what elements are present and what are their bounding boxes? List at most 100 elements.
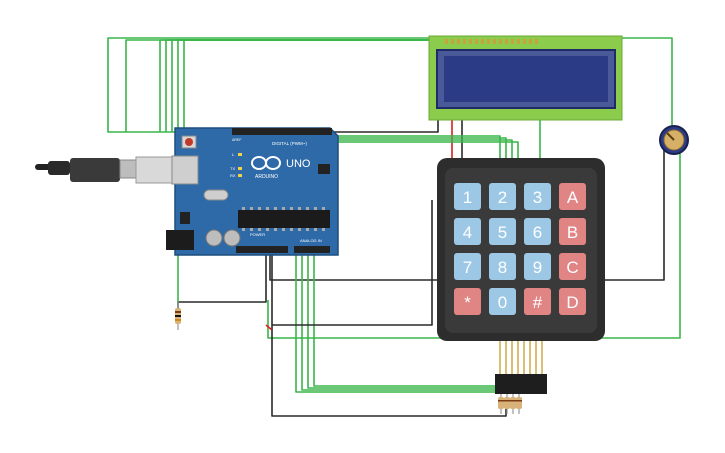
key-d[interactable]: D [559, 288, 586, 315]
arduino-model-label: UNO [286, 158, 311, 170]
lcd-display[interactable] [428, 35, 623, 121]
wire-red-small[interactable] [265, 324, 273, 331]
key-b[interactable]: B [559, 218, 586, 245]
key-a[interactable]: A [559, 183, 586, 210]
header-block [495, 374, 547, 394]
key-label: 3 [533, 188, 542, 207]
digital-label: DIGITAL (PWM~) [272, 141, 307, 146]
key-label: * [464, 293, 471, 312]
wire-green-a2[interactable] [307, 252, 512, 389]
atmega-chip [238, 210, 330, 228]
wire-green-3[interactable] [159, 39, 430, 132]
arduino-brand-label: ARDUINO [255, 174, 278, 180]
led-l [238, 153, 242, 156]
key-label: B [567, 223, 578, 242]
key-2[interactable]: 2 [489, 183, 516, 210]
key-cap [524, 253, 551, 280]
key-cap [489, 183, 516, 210]
key-0[interactable]: 0 [489, 288, 516, 315]
pin-header-icon[interactable] [495, 341, 547, 394]
key-label: 5 [498, 223, 507, 242]
key-cap [454, 253, 481, 280]
key-label: 4 [463, 223, 472, 242]
key-label: A [567, 188, 579, 207]
key-label: # [533, 293, 543, 312]
wire-black-gnd-2[interactable] [271, 252, 507, 417]
chip-pins [242, 207, 325, 231]
key-label: 9 [533, 258, 542, 277]
wire-green-4[interactable] [165, 39, 430, 132]
wire-black-gnd-1[interactable] [177, 252, 267, 315]
key-cap [559, 288, 586, 315]
key-4[interactable]: 4 [454, 218, 481, 245]
aref-label: AREF [232, 138, 241, 142]
capacitor-2 [223, 229, 241, 247]
key-cap [454, 288, 481, 315]
led-rx [238, 174, 242, 177]
key-1[interactable]: 1 [454, 183, 481, 210]
dc-jack[interactable] [166, 230, 194, 250]
digital-header[interactable] [232, 128, 332, 135]
key-3[interactable]: 3 [524, 183, 551, 210]
lcd-pins [445, 39, 538, 44]
resistor-array-icon[interactable] [498, 394, 522, 414]
key-label: 0 [498, 293, 507, 312]
key-cap [559, 183, 586, 210]
header-leads [499, 341, 543, 376]
key-label: 8 [498, 258, 507, 277]
icsp-header [318, 164, 330, 174]
wire-green-7[interactable] [183, 39, 430, 132]
key-cap [559, 253, 586, 280]
wire-green-1[interactable] [107, 37, 430, 133]
wire-green-a0[interactable] [295, 252, 500, 393]
key-label: 6 [533, 223, 542, 242]
crystal [203, 189, 229, 201]
power-label: POWER [250, 232, 265, 237]
wire-green-a3[interactable] [313, 252, 518, 387]
key-5[interactable]: 5 [489, 218, 516, 245]
key-cap [489, 218, 516, 245]
key-cap [524, 218, 551, 245]
wire-green-kp-d[interactable] [313, 130, 519, 160]
led-tx-label: TX [230, 166, 235, 171]
led-l-label: L [232, 152, 235, 157]
regulator [180, 212, 190, 224]
wire-green-6[interactable] [177, 39, 430, 132]
key-label: 2 [498, 188, 507, 207]
lcd-screen [444, 56, 608, 102]
key-hash[interactable]: # [524, 288, 551, 315]
arduino-uno-board[interactable]: UNO ARDUINO DIGITAL (PWM~) AREF L TX RX … [166, 127, 339, 256]
key-cap [524, 288, 551, 315]
key-cap [454, 218, 481, 245]
key-label: D [566, 293, 578, 312]
usb-port[interactable] [171, 155, 199, 185]
capacitor-1 [205, 229, 223, 247]
wire-black-keypad-left[interactable] [272, 200, 433, 326]
key-7[interactable]: 7 [454, 253, 481, 280]
arduino-logo-icon [251, 156, 281, 170]
analog-header[interactable] [294, 246, 330, 253]
resistor-icon[interactable] [175, 302, 181, 330]
usb-cable-icon [35, 156, 173, 184]
key-label: C [566, 258, 578, 277]
key-cap [559, 218, 586, 245]
key-cap [489, 253, 516, 280]
key-c[interactable]: C [559, 253, 586, 280]
led-tx [238, 167, 242, 170]
wire-green-5[interactable] [171, 39, 430, 132]
key-8[interactable]: 8 [489, 253, 516, 280]
key-6[interactable]: 6 [524, 218, 551, 245]
led-rx-label: RX [230, 173, 236, 178]
key-cap [454, 183, 481, 210]
key-cap [489, 288, 516, 315]
analog-label: ANALOG IN [300, 238, 322, 243]
key-9[interactable]: 9 [524, 253, 551, 280]
wire-green-a1[interactable] [301, 252, 506, 391]
potentiometer-icon[interactable] [659, 125, 689, 155]
power-header[interactable] [236, 246, 288, 253]
key-star[interactable]: * [454, 288, 481, 315]
key-label: 7 [463, 258, 472, 277]
